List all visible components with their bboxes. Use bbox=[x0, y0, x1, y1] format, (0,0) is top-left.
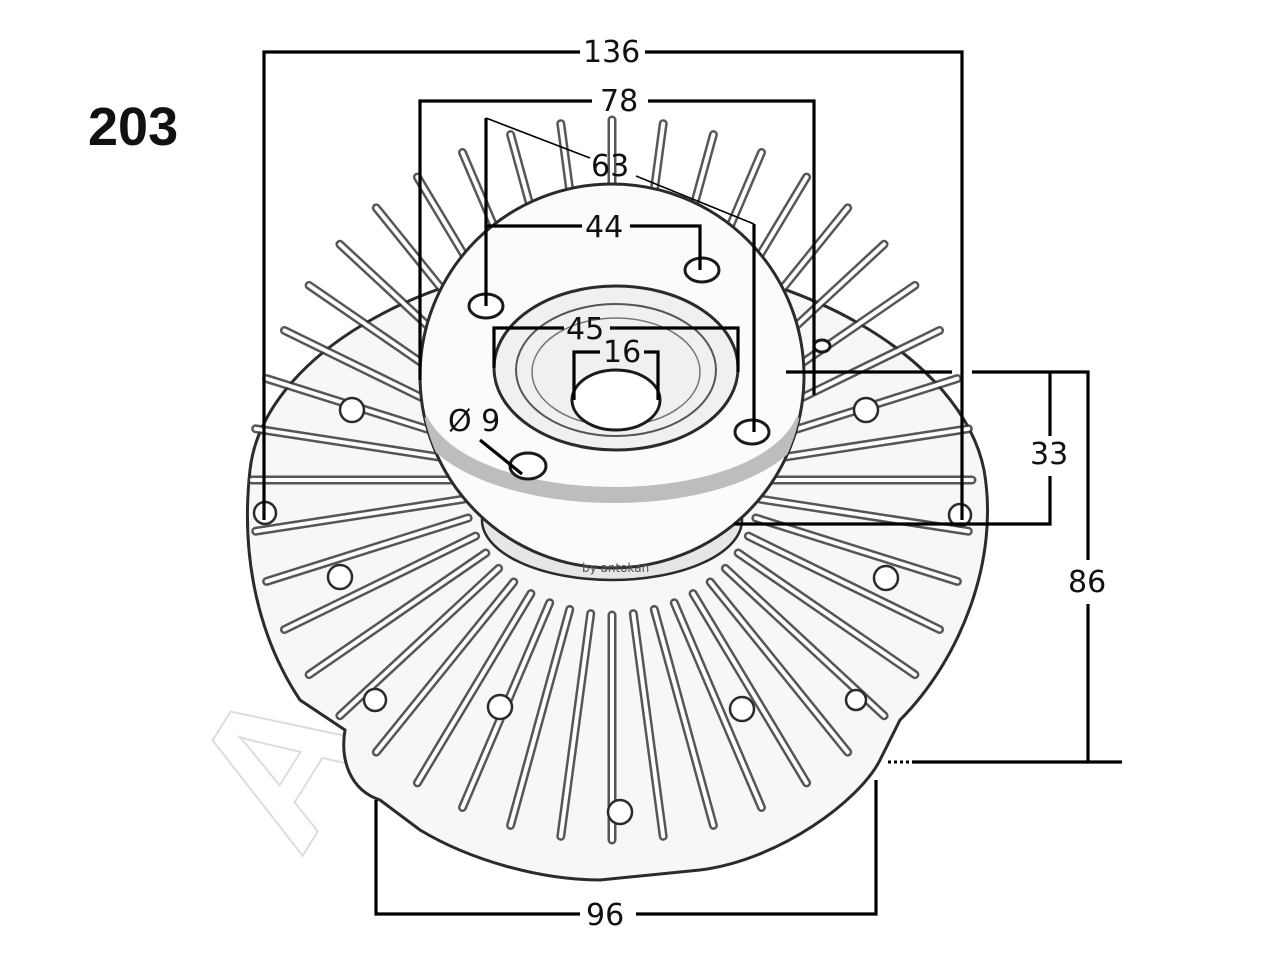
cooling-fin-highlight bbox=[758, 497, 971, 534]
cooling-fin-highlight bbox=[672, 600, 764, 810]
center-bore bbox=[570, 368, 662, 432]
dim-line-86-bottom bbox=[1086, 604, 1122, 764]
dim-leader-9 bbox=[478, 438, 524, 476]
cooling-fin-highlight bbox=[708, 580, 850, 755]
dim-line-33-top-b bbox=[972, 370, 1052, 436]
cooling-fin-highlight bbox=[746, 534, 942, 632]
bolt-hole bbox=[508, 451, 548, 481]
cooling-fin-highlight bbox=[253, 426, 466, 463]
dim-line-33-bottom bbox=[734, 476, 1052, 526]
cooling-fin-highlight bbox=[758, 426, 971, 463]
housing-bolt-bosses bbox=[252, 396, 973, 826]
dim-line-78 bbox=[418, 99, 592, 380]
fan-clutch-body: by antokan bbox=[245, 115, 989, 882]
dim-line-96 bbox=[374, 800, 580, 916]
cooling-fin-highlight bbox=[282, 534, 478, 632]
cooling-fin-highlight bbox=[415, 591, 533, 785]
cooling-fin-highlight bbox=[264, 516, 471, 584]
boss bbox=[872, 564, 900, 592]
dim-line-136 bbox=[262, 50, 580, 520]
boss bbox=[728, 695, 756, 723]
pilot-inner-ring bbox=[515, 303, 717, 437]
dim-line-136-right bbox=[645, 50, 964, 520]
cooling-fin-highlight bbox=[558, 611, 593, 839]
cooling-fin-highlight bbox=[691, 591, 809, 785]
cooling-fin-highlight bbox=[374, 580, 516, 755]
boss bbox=[844, 688, 868, 712]
dim-line-45 bbox=[492, 326, 564, 368]
cooling-fin-highlight bbox=[631, 611, 666, 839]
dim-line-44-right bbox=[630, 224, 702, 270]
dim-label-86: 86 bbox=[1068, 565, 1106, 600]
boss bbox=[606, 798, 634, 826]
dim-label-16: 16 bbox=[603, 335, 641, 370]
dim-label-136: 136 bbox=[583, 35, 640, 70]
dim-line-86-top bbox=[1050, 370, 1090, 560]
dim-label-44: 44 bbox=[585, 210, 623, 245]
boss bbox=[338, 396, 366, 424]
cooling-fin-highlight bbox=[337, 566, 501, 718]
dim-label-33: 33 bbox=[1030, 437, 1068, 472]
dimension-lines bbox=[262, 50, 1122, 916]
dim-line-63 bbox=[485, 117, 591, 159]
flange-rim-shading bbox=[420, 416, 804, 503]
drawing-credit: by antokan bbox=[582, 561, 649, 575]
cooling-fin-highlight bbox=[736, 551, 917, 677]
cooling-fin-highlight bbox=[652, 607, 716, 828]
dim-line-16 bbox=[572, 350, 600, 400]
cooling-fin-highlight bbox=[508, 607, 572, 828]
dimension-labels: 136 78 63 44 45 16 Ø 9 33 86 96 bbox=[448, 35, 1106, 933]
boss bbox=[362, 687, 388, 713]
dim-line-96-right bbox=[636, 780, 878, 916]
bolt-hole bbox=[683, 256, 721, 284]
dim-label-78: 78 bbox=[600, 84, 638, 119]
dim-label-45: 45 bbox=[566, 312, 604, 347]
dim-line-16-right bbox=[644, 350, 660, 400]
bolt-hole-small bbox=[812, 338, 832, 354]
cooling-fin-highlight bbox=[307, 551, 488, 677]
part-number: 203 bbox=[88, 97, 178, 157]
cooling-fin-highlight bbox=[753, 516, 960, 584]
dim-line-45-right bbox=[610, 326, 740, 372]
boss bbox=[326, 563, 354, 591]
dim-label-63: 63 bbox=[591, 149, 629, 184]
dim-line-78-right bbox=[648, 99, 816, 395]
cooling-fin-highlight bbox=[253, 497, 466, 534]
boss bbox=[852, 396, 880, 424]
dim-line-63-b bbox=[635, 175, 755, 225]
dim-label-96: 96 bbox=[586, 898, 624, 933]
bolt-hole bbox=[733, 418, 771, 446]
dim-label-hole: Ø 9 bbox=[448, 404, 500, 439]
boss bbox=[486, 693, 514, 721]
boss bbox=[947, 502, 973, 528]
